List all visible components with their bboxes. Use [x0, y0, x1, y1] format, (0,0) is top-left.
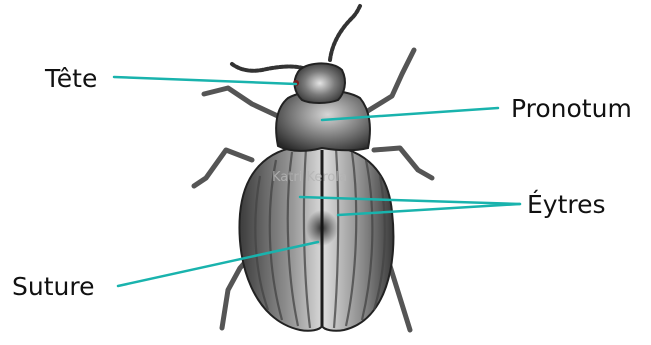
label-suture: Suture [12, 274, 94, 299]
label-head: Tête [45, 66, 97, 91]
head-shape [295, 63, 345, 103]
watermark: Katri Kerola [272, 170, 347, 185]
label-elytra: Éytres [527, 192, 606, 217]
antennae [232, 6, 360, 72]
label-pronotum: Pronotum [511, 96, 632, 121]
leader-line-head [114, 77, 296, 84]
suture-spot [306, 210, 338, 246]
